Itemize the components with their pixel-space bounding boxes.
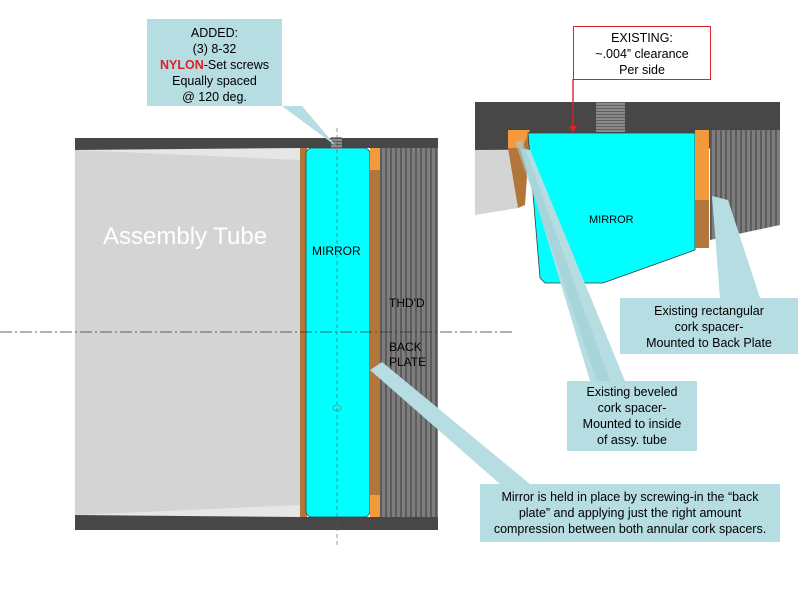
beveled-cork-left bbox=[300, 148, 307, 517]
rect-cork-right-brown bbox=[695, 200, 709, 248]
beveled-line1: Existing beveled bbox=[586, 385, 678, 399]
added-line3-rest: -Set screws bbox=[203, 58, 270, 72]
rect-cork-bottom bbox=[370, 495, 380, 517]
rect-cork-strip bbox=[370, 170, 380, 495]
pointer-beveled-cork-2 bbox=[515, 140, 610, 381]
tube-bevel-top bbox=[75, 148, 300, 160]
mirror-label-right: MIRROR bbox=[589, 214, 634, 226]
right-tube-wall-top bbox=[475, 102, 780, 130]
mirror-left bbox=[305, 147, 371, 518]
clearance-arrowhead bbox=[569, 126, 577, 133]
held-line2: plate” and applying just the right amoun… bbox=[518, 506, 742, 520]
callout-existing-clearance: EXISTING: ~.004” clearance Per side bbox=[573, 26, 711, 80]
backplate-label-line3: PLATE bbox=[389, 355, 427, 369]
beveled-line4: of assy. tube bbox=[597, 433, 667, 447]
clearance-line2: ~.004” clearance bbox=[595, 47, 689, 61]
tube-wall-top bbox=[75, 138, 438, 150]
backplate-label-line1: THD'D bbox=[389, 296, 425, 310]
added-line5: @ 120 deg. bbox=[182, 90, 247, 104]
callout-rect-cork: Existing rectangular cork spacer- Mounte… bbox=[620, 298, 798, 354]
set-screw-right bbox=[596, 102, 625, 132]
callout-beveled-cork: Existing beveled cork spacer- Mounted to… bbox=[567, 381, 697, 451]
backplate-label-line2: BACK bbox=[389, 340, 422, 354]
held-line1: Mirror is held in place by screwing-in t… bbox=[501, 490, 759, 504]
set-screw-left bbox=[331, 137, 342, 149]
clearance-line3: Per side bbox=[619, 63, 665, 77]
added-line2: (3) 8-32 bbox=[192, 42, 237, 56]
rect-cork-top bbox=[370, 148, 380, 170]
nylon-highlight: NYLON bbox=[159, 58, 204, 72]
held-line3: compression between both annular cork sp… bbox=[493, 522, 767, 536]
beveled-line2: cork spacer- bbox=[597, 401, 667, 415]
pointer-rect-cork bbox=[712, 196, 760, 298]
tube-bevel-bottom bbox=[75, 505, 300, 517]
beveled-line3: Mounted to inside bbox=[582, 417, 682, 431]
assembly-tube-body bbox=[75, 148, 300, 517]
callout-mirror-held: Mirror is held in place by screwing-in t… bbox=[480, 484, 780, 542]
rect-cork-line1: Existing rectangular bbox=[654, 304, 764, 318]
tube-wall-bottom bbox=[75, 515, 438, 530]
mirror-label-left: MIRROR bbox=[312, 244, 361, 258]
tube-label: Assembly Tube bbox=[103, 223, 268, 250]
centerline-mark bbox=[332, 404, 342, 412]
added-line3: NYLON-Set screws bbox=[147, 57, 282, 73]
right-tube-body bbox=[475, 148, 518, 215]
pointer-beveled-cork bbox=[520, 148, 625, 381]
rect-cork-line3: Mounted to Back Plate bbox=[646, 336, 772, 350]
callout-added-screws: ADDED: (3) 8-32 NYLON-Set screws Equally… bbox=[147, 19, 282, 106]
added-line1: ADDED: bbox=[190, 26, 239, 40]
rect-cork-line2: cork spacer- bbox=[674, 320, 744, 334]
beveled-cork-right-orange bbox=[508, 130, 530, 148]
pointer-added bbox=[282, 106, 336, 146]
added-line4: Equally spaced bbox=[172, 74, 257, 88]
back-plate-left bbox=[380, 148, 438, 517]
clearance-line1: EXISTING: bbox=[611, 31, 673, 45]
pointer-mirror-held bbox=[370, 362, 530, 484]
